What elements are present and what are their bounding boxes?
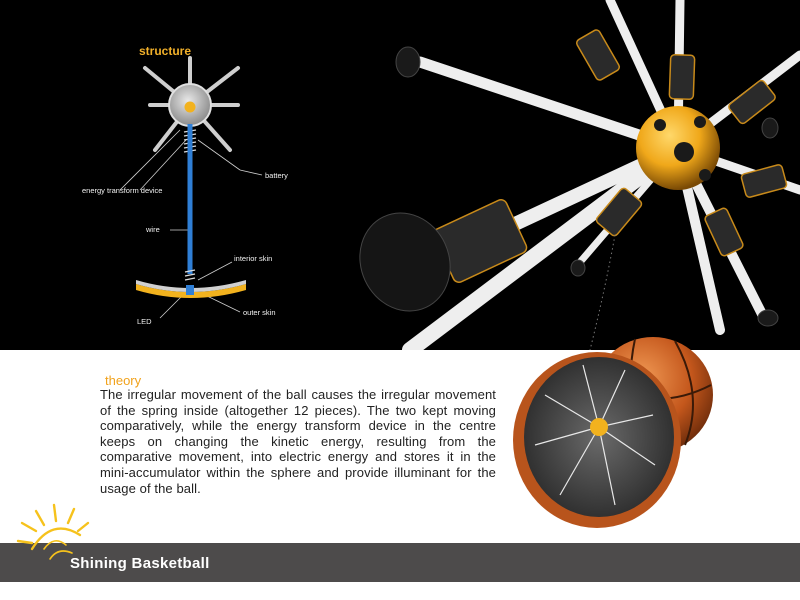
basketball-core <box>590 418 608 436</box>
label-battery: battery <box>265 171 288 180</box>
interior-skin <box>136 280 246 292</box>
hero-panel: structure energy transform device batter… <box>0 0 800 350</box>
device-illustration <box>119 0 800 350</box>
sun-icon <box>16 503 90 560</box>
device-render <box>359 0 800 350</box>
rod-lower-left <box>402 140 686 350</box>
end-cap <box>757 309 779 327</box>
label-interior-skin: interior skin <box>234 254 273 263</box>
end-cap <box>761 117 779 139</box>
theory-text: The irregular movement of the ball cause… <box>100 387 496 496</box>
core-socket <box>654 119 666 131</box>
spring-housing <box>575 29 621 81</box>
led <box>186 285 194 295</box>
spring-housing <box>595 187 643 237</box>
rod-upper-left <box>414 56 684 154</box>
label-outer-skin: outer skin <box>243 308 276 317</box>
theory-heading: theory <box>105 373 142 388</box>
core-socket <box>694 116 706 128</box>
spring-housing <box>668 53 696 101</box>
structure-diagram <box>119 56 263 319</box>
dotted-connector <box>589 234 616 350</box>
hub-core <box>184 101 196 113</box>
basketball-cutaway-image <box>513 337 713 528</box>
end-cap <box>395 46 421 78</box>
label-energy-transform-device: energy transform device <box>82 186 163 195</box>
label-led: LED <box>137 317 152 326</box>
wire <box>187 124 193 274</box>
spring-housing <box>728 79 776 125</box>
outer-skin <box>136 284 246 298</box>
core-socket <box>674 142 694 162</box>
spring-housing <box>740 164 788 198</box>
label-wire: wire <box>146 225 160 234</box>
footer-bar <box>0 543 800 582</box>
end-cap <box>570 259 586 277</box>
structure-title: structure <box>139 44 192 58</box>
footer-title: Shining Basketball <box>70 555 210 572</box>
spring-housing <box>704 207 744 257</box>
big-end-cap <box>359 212 451 312</box>
core-socket <box>699 169 711 181</box>
